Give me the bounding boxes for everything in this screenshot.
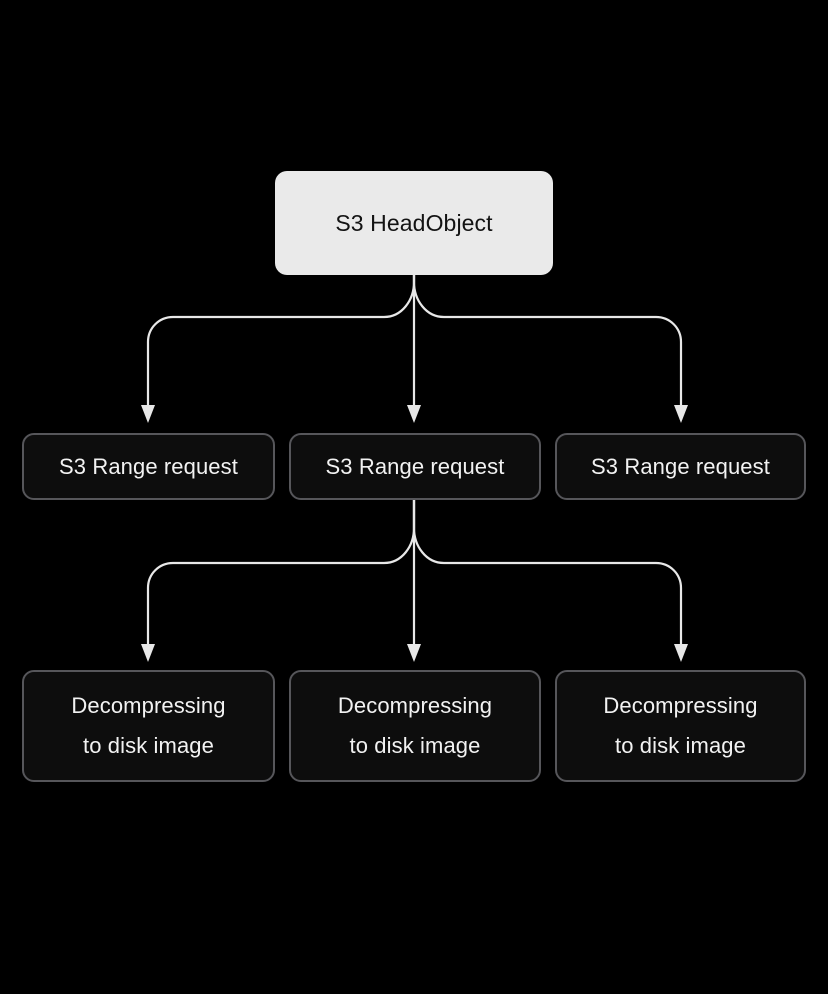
node-label: S3 Range request [59,453,238,479]
node-decompressing-to-disk-image-2[interactable]: Decompressing to disk image [289,670,541,782]
node-label: S3 HeadObject [335,209,493,236]
edge-root-to-range-1 [141,273,416,423]
node-s3-range-request-1[interactable]: S3 Range request [22,433,275,500]
node-label: Decompressing to disk image [603,693,758,758]
edge-root-to-range-2 [407,273,421,423]
node-s3-headobject[interactable]: S3 HeadObject [275,171,553,275]
edge-range2-to-decompress-3 [412,498,688,662]
arrowhead-icon [674,644,688,662]
arrowhead-icon [407,405,421,423]
edge-range2-to-decompress-2 [407,498,421,662]
edge-root-to-range-3 [412,273,688,423]
node-label: S3 Range request [325,453,505,479]
arrowhead-icon [674,405,688,423]
node-label: Decompressing to disk image [71,693,226,758]
arrowhead-icon [141,405,155,423]
node-s3-range-request-3[interactable]: S3 Range request [555,433,806,500]
node-s3-range-request-2[interactable]: S3 Range request [289,433,541,500]
node-decompressing-to-disk-image-3[interactable]: Decompressing to disk image [555,670,806,782]
node-decompressing-to-disk-image-1[interactable]: Decompressing to disk image [22,670,275,782]
edge-range2-to-decompress-1 [141,498,416,662]
node-label: S3 Range request [591,453,770,479]
arrowhead-icon [141,644,155,662]
arrowhead-icon [407,644,421,662]
node-label: Decompressing to disk image [337,693,493,758]
